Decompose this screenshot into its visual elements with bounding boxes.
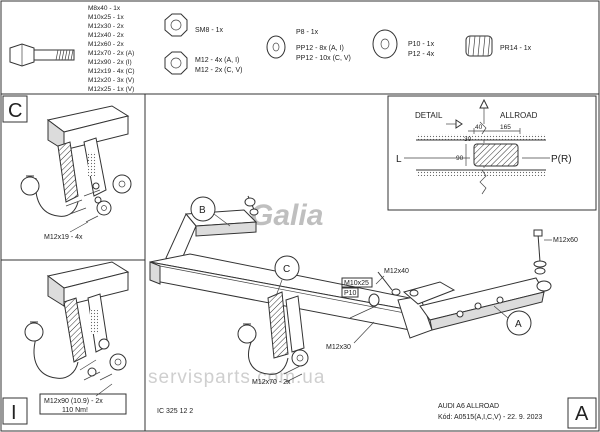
callouts: B C A M12x60 M12x40 M10x25 P10 M12x30 M1… bbox=[190, 196, 578, 386]
bolts-list-4: M12x60 - 2x bbox=[88, 41, 125, 48]
washers-p10-1: P12 - 4x bbox=[408, 51, 435, 58]
bolts-list-7: M12x19 - 4x (C) bbox=[88, 68, 135, 75]
washers-pp12-1: PP12 - 10x (C, V) bbox=[296, 55, 351, 62]
dim-40-label: 40 bbox=[475, 124, 483, 131]
m12-nut-icon bbox=[164, 51, 188, 75]
label-b: B bbox=[199, 205, 206, 216]
dim-30-label: 30 bbox=[464, 136, 472, 143]
label-a: A bbox=[515, 319, 522, 330]
towbar-assembly bbox=[149, 195, 552, 383]
dim-165-label: 165 bbox=[500, 124, 511, 131]
side-l-label: L bbox=[396, 154, 402, 165]
panel-c-bolt-label: M12x19 - 4x bbox=[44, 234, 83, 241]
bolt-m10x25-label: M10x25 bbox=[344, 280, 369, 287]
panel-i: I M12x90 (10.9) - 2x 110 Nm! bbox=[2, 261, 130, 425]
bolts-list-1: M10x25 - 1x bbox=[88, 14, 125, 21]
spring-pr14-label: PR14 - 1x bbox=[500, 45, 532, 52]
footer: IC 325 12 2 AUDI A6 ALLROAD Kód: A0515(A… bbox=[157, 397, 597, 429]
bolt-m12x60-label: M12x60 bbox=[553, 237, 578, 244]
dim-90-label: 90 bbox=[456, 155, 464, 162]
washers-p8-label: P8 - 1x bbox=[296, 29, 319, 36]
bolts-list-5: M12x70 - 2x (A) bbox=[88, 50, 134, 57]
panel-i-torque: 110 Nm! bbox=[62, 407, 88, 414]
nuts-m12-1: M12 - 2x (C, V) bbox=[195, 67, 242, 74]
bolt-icon bbox=[9, 43, 75, 67]
detail-title: DETAIL bbox=[415, 111, 443, 120]
panel-c: C M12x19 - 4x bbox=[2, 95, 132, 241]
washers-p10-0: P10 - 1x bbox=[408, 41, 435, 48]
bolt-m12x70-label: M12x70 - 2x bbox=[252, 379, 291, 386]
bolts-list-2: M12x30 - 2x bbox=[88, 23, 125, 30]
bolt-m12x40-label: M12x40 bbox=[384, 268, 409, 275]
side-pr-label: P(R) bbox=[551, 154, 572, 165]
p8-washer-icon bbox=[266, 35, 286, 59]
bolts-list-8: M12x20 - 3x (V) bbox=[88, 77, 134, 84]
bolts-list-3: M12x40 - 2x bbox=[88, 32, 125, 39]
hardware-list: M8x40 - 1x M10x25 - 1x M12x30 - 2x M12x4… bbox=[9, 5, 532, 93]
nut-sm8-label: SM8 - 1x bbox=[195, 27, 224, 34]
bolts-list-9: M12x25 - 1x (V) bbox=[88, 86, 134, 93]
corner-letter: A bbox=[575, 403, 589, 425]
label-c: C bbox=[283, 264, 290, 275]
watermark-text: servisparts.com.ua bbox=[148, 367, 325, 388]
detail-allroad: DETAIL ALLROAD 40 165 30 90 L P(R) bbox=[387, 95, 597, 211]
panel-c-letter: C bbox=[8, 100, 22, 122]
brand-logo: Galia bbox=[250, 199, 323, 232]
nuts-m12-0: M12 - 4x (A, I) bbox=[195, 57, 239, 64]
washers-pp12-0: PP12 - 8x (A, I) bbox=[296, 45, 344, 52]
spring-washer-icon bbox=[465, 35, 493, 57]
drawing-code: IC 325 12 2 bbox=[157, 408, 193, 415]
p10-washer-icon bbox=[372, 29, 398, 59]
bolts-list-6: M12x90 - 2x (I) bbox=[88, 59, 132, 66]
vehicle-name: AUDI A6 ALLROAD bbox=[438, 403, 499, 410]
sm8-nut-icon bbox=[164, 13, 188, 37]
bolt-m12x30-label: M12x30 bbox=[326, 344, 351, 351]
panel-i-letter: I bbox=[11, 402, 17, 424]
washer-p10-label: P10 bbox=[344, 290, 357, 297]
allroad-title: ALLROAD bbox=[500, 111, 538, 120]
kod-line: Kód: A0515(A,I,C,V) - 22. 9. 2023 bbox=[438, 414, 542, 421]
panel-i-bolt-label: M12x90 (10.9) - 2x bbox=[44, 398, 103, 405]
bolts-list-0: M8x40 - 1x bbox=[88, 5, 121, 12]
